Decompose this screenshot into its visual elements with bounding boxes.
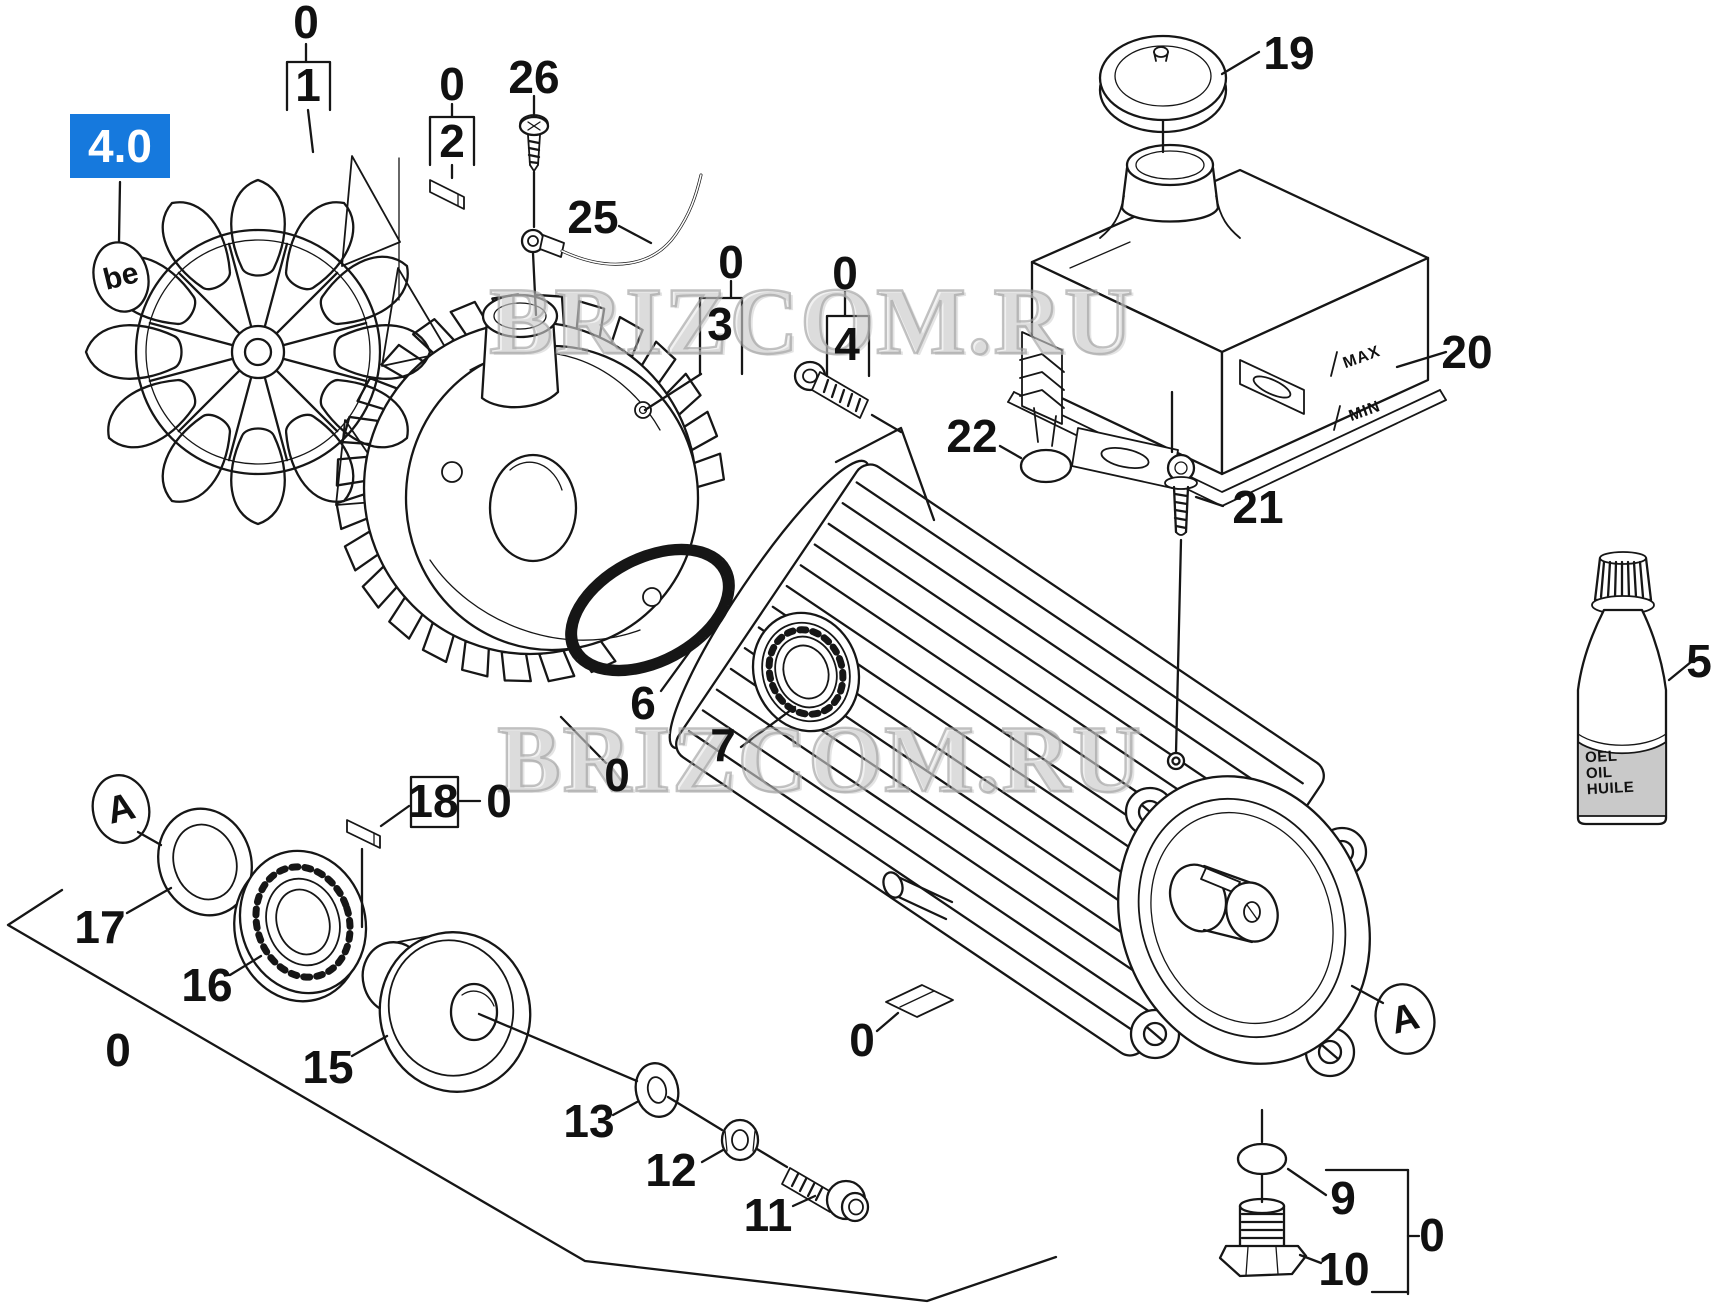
callout-6: 6 [630,677,656,729]
callout-19: 19 [1263,27,1315,79]
cable-screw-illustration [518,114,550,172]
callout-7: 7 [710,719,736,771]
callout-17: 17 [74,901,126,953]
callout-0-fan: 0 [293,0,319,48]
watermark-middle: BRIZCOM.RU [496,705,1143,813]
callout-0-bolt: 0 [832,247,858,299]
bolt-4-illustration [793,360,869,419]
callout-0-drain: 0 [1419,1209,1445,1261]
drain-plug-illustration [1218,1197,1308,1278]
o-ring-illustration [1236,1142,1288,1176]
oil-bottle-illustration [1576,551,1668,826]
washer-illustration [634,1062,680,1118]
reference-ovals [91,241,1436,1055]
bottle-label-text: OEL OIL HUILE [1585,748,1635,799]
callout-16: 16 [181,959,233,1011]
callout-22: 22 [946,410,998,462]
gear-ring-illustration [565,543,735,677]
callout-3: 3 [707,298,733,350]
bearing-7-illustration [751,611,861,733]
shaft-seal-illustration [157,807,253,917]
callout-0-key: 0 [439,58,465,110]
group-bracket-lines [6,888,1058,1303]
callout-9: 9 [1330,1172,1356,1224]
callout-2: 2 [439,115,465,167]
tank-seal-illustration [1019,448,1073,484]
callout-0-gasket: 0 [849,1014,875,1066]
callout-13: 13 [563,1095,615,1147]
callout-12: 12 [645,1144,697,1196]
callout-0-key18: 0 [486,775,512,827]
section-badge: 4.0 [70,114,170,178]
callout-26: 26 [508,51,560,103]
callout-0-ring: 0 [604,749,630,801]
end-flange-illustration [1117,775,1371,1078]
leader-lines [117,42,1693,1296]
key-2-illustration [429,179,465,210]
callout-20: 20 [1441,326,1493,378]
section-badge-label: 4.0 [88,120,152,172]
bottle-label-line3: HUILE [1586,778,1635,799]
callout-18: 18 [407,775,459,827]
tank-screw-illustration [1164,453,1198,536]
tank-cap-illustration [1098,34,1228,134]
oil-tank-illustration [1007,143,1447,507]
callout-0-screw: 0 [718,236,744,288]
key-18-illustration [346,819,381,849]
callout-21: 21 [1232,481,1284,533]
nut-illustration [720,1118,760,1162]
callout-10: 10 [1318,1243,1370,1295]
callout-11: 11 [743,1189,793,1241]
fan-illustration [84,178,432,526]
callout-25: 25 [567,191,619,243]
callout-boxes [285,60,871,829]
callout-0-group-left: 0 [105,1024,131,1076]
callout-15: 15 [302,1041,354,1093]
callout-4: 4 [834,318,860,370]
pulley-illustration [361,931,532,1093]
callout-1: 1 [295,59,321,111]
bolt-11-illustration [781,1167,870,1223]
watermark-top: BRIZCOM.RU [488,267,1135,375]
bearing-16-illustration [233,849,368,1003]
callout-5: 5 [1686,635,1712,687]
